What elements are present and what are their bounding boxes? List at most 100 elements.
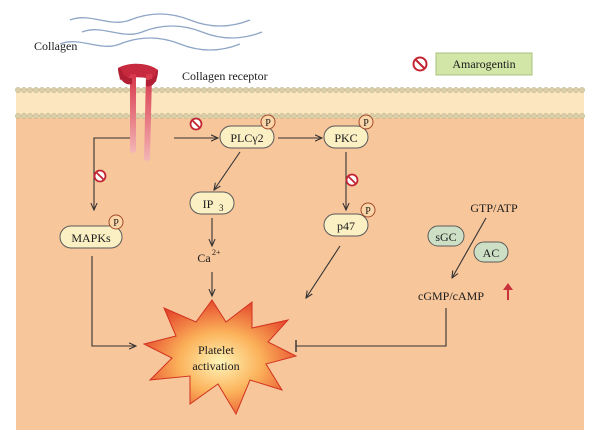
lipid-head (231, 87, 237, 93)
lipid-head (339, 113, 345, 119)
p47-node: p47 P (323, 202, 376, 237)
lipid-head (555, 87, 561, 93)
lipid-head (561, 87, 567, 93)
lipid-head (69, 113, 75, 119)
inhibitor-icon (189, 117, 203, 131)
lipid-head (531, 87, 537, 93)
lipid-head (513, 113, 519, 119)
lipid-head (567, 113, 573, 119)
lipid-head (69, 87, 75, 93)
svg-text:2+: 2+ (212, 248, 221, 257)
svg-text:sGC: sGC (435, 230, 456, 244)
lipid-head (171, 87, 177, 93)
inhibit-cgmp-platelet (296, 308, 447, 347)
lipid-head (321, 87, 327, 93)
up-arrow-icon (503, 283, 513, 300)
lipid-head (423, 113, 429, 119)
arrow-plc-ip3 (214, 151, 241, 190)
lipid-head (339, 87, 345, 93)
lipid-head (501, 113, 507, 119)
calcium-label: Ca 2+ (197, 248, 221, 265)
lipid-head (243, 113, 249, 119)
lipid-head (315, 87, 321, 93)
lipid-head (213, 87, 219, 93)
ac-node: AC (473, 241, 509, 263)
lipid-head (63, 113, 69, 119)
lipid-head (231, 113, 237, 119)
platelet-activation-burst: Platelet activation (142, 299, 298, 416)
lipid-head (45, 87, 51, 93)
lipid-head (255, 113, 261, 119)
phospho-badge: P (260, 114, 276, 130)
lipid-head (285, 87, 291, 93)
lipid-head (567, 87, 573, 93)
lipid-head (411, 113, 417, 119)
lipid-head (57, 113, 63, 119)
lipid-head (99, 113, 105, 119)
lipid-head (465, 87, 471, 93)
platelet-label-line1: Platelet (198, 343, 235, 357)
lipid-head (327, 87, 333, 93)
inhibitor-icon (93, 169, 107, 183)
lipid-head (117, 113, 123, 119)
lipid-head (417, 113, 423, 119)
lipid-head (579, 113, 585, 119)
lipid-head (225, 113, 231, 119)
lipid-head (399, 113, 405, 119)
arrow-mapks-platelet (91, 256, 136, 346)
lipid-head (21, 113, 27, 119)
lipid-head (171, 113, 177, 119)
lipid-head (459, 113, 465, 119)
ip3-node: IP 3 (189, 191, 235, 215)
lipid-head (237, 87, 243, 93)
lipid-head (495, 113, 501, 119)
lipid-head (447, 113, 453, 119)
svg-text:Ca: Ca (197, 251, 211, 265)
lipid-head (249, 87, 255, 93)
lipid-head (399, 87, 405, 93)
lipid-head (465, 113, 471, 119)
lipid-head (417, 87, 423, 93)
lipid-head (39, 113, 45, 119)
lipid-head (543, 87, 549, 93)
cell-membrane (15, 87, 585, 119)
lipid-head (297, 87, 303, 93)
arrow-receptor-mapks (94, 137, 130, 210)
lipid-head (261, 87, 267, 93)
lipid-head (111, 87, 117, 93)
lipid-head (357, 87, 363, 93)
lipid-head (57, 87, 63, 93)
lipid-head (345, 87, 351, 93)
lipid-head (111, 113, 117, 119)
lipid-head (549, 113, 555, 119)
lipid-head (555, 113, 561, 119)
lipid-head (183, 113, 189, 119)
sgc-node: sGC (427, 225, 465, 247)
lipid-head (483, 113, 489, 119)
collagen-receptor (118, 63, 158, 161)
lipid-head (477, 87, 483, 93)
plc-node: PLCγ2 P (219, 114, 276, 149)
amarogentin-legend: Amarogentin (412, 52, 533, 76)
lipid-head (93, 87, 99, 93)
lipid-head (573, 87, 579, 93)
lipid-head (429, 87, 435, 93)
lipid-head (87, 87, 93, 93)
lipid-head (189, 87, 195, 93)
collagen-receptor-label: Collagen receptor (182, 69, 268, 83)
lipid-head (477, 113, 483, 119)
lipid-head (513, 87, 519, 93)
inhibitor-icon (412, 56, 428, 72)
platelet-label-line2: activation (192, 359, 239, 373)
lipid-head (207, 113, 213, 119)
lipid-head (489, 87, 495, 93)
lipid-head (531, 113, 537, 119)
lipid-head (123, 113, 129, 119)
arrow-gtp-cgmp (452, 217, 487, 278)
lipid-head (453, 87, 459, 93)
lipid-head (45, 113, 51, 119)
lipid-head (375, 87, 381, 93)
lipid-head (105, 113, 111, 119)
lipid-head (237, 113, 243, 119)
